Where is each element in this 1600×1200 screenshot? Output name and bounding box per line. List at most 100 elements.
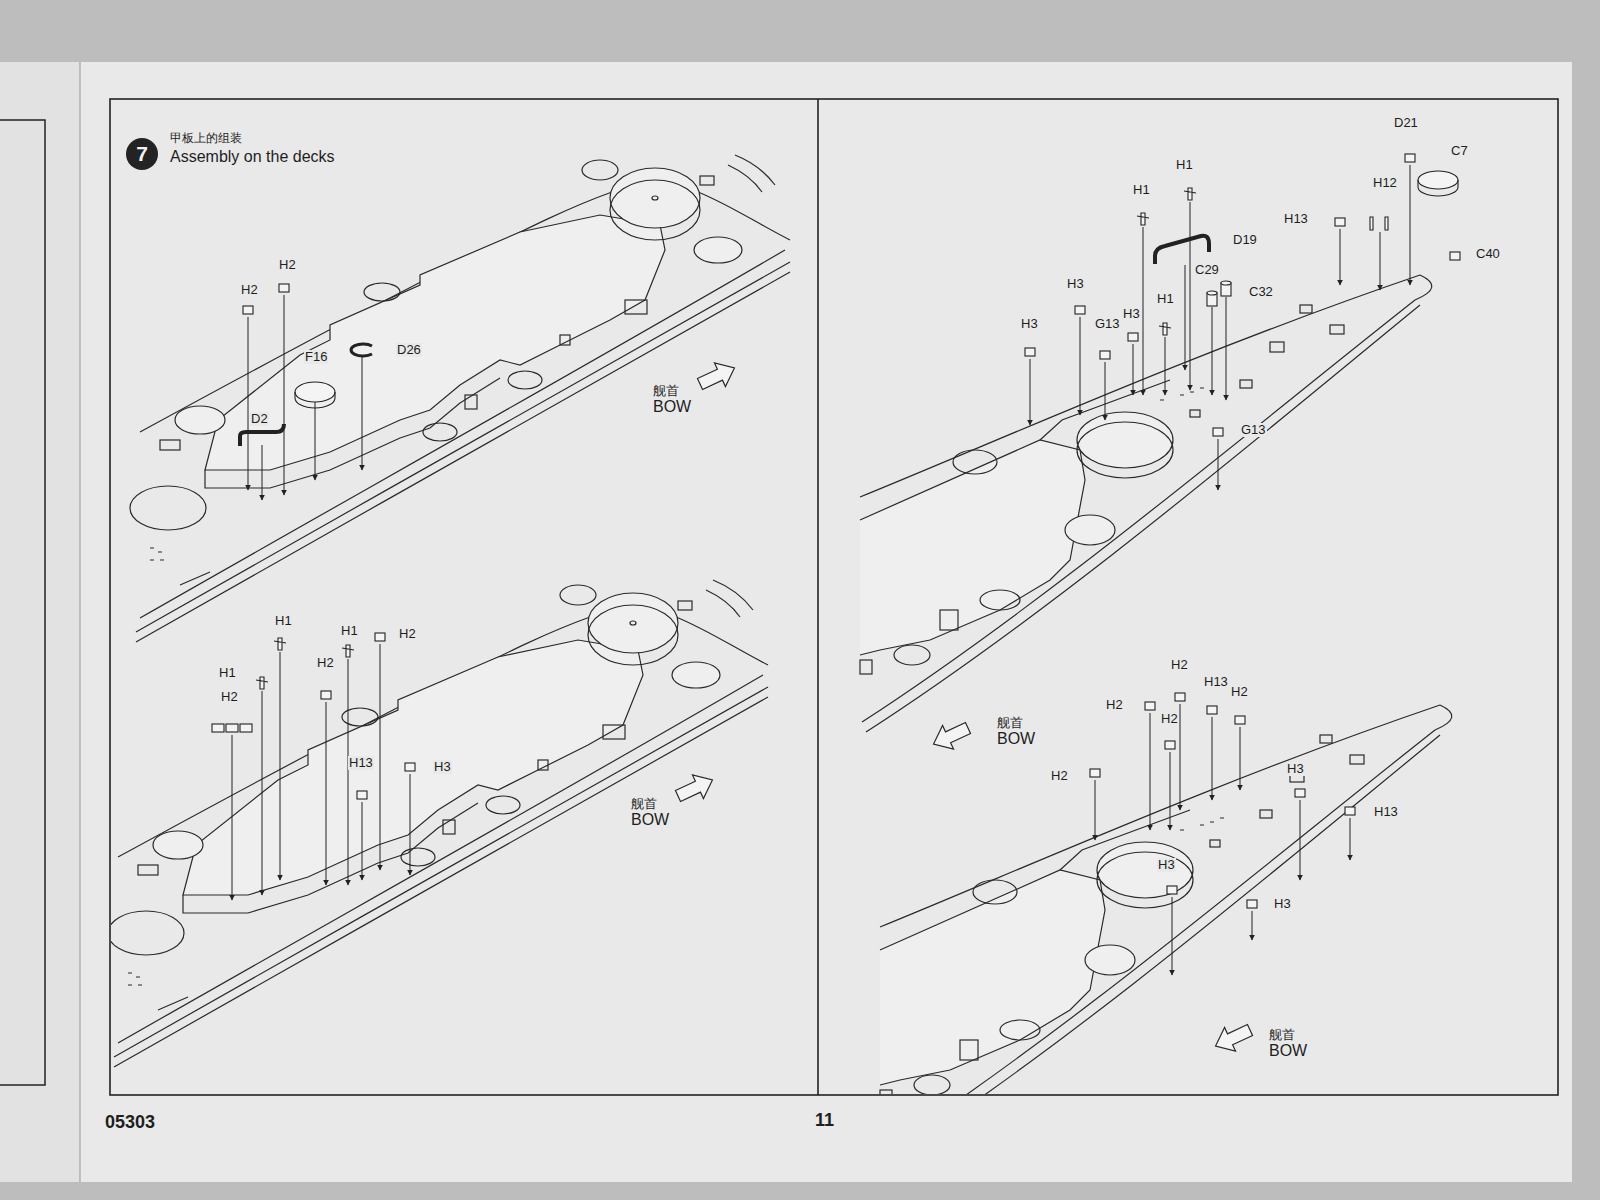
leader-arrow <box>1212 307 1213 395</box>
part-number: H2 <box>240 283 259 297</box>
bow-indicator: 舰首 <box>630 797 658 811</box>
part-number: G13 <box>1094 317 1121 331</box>
part-number: H13 <box>1283 212 1309 226</box>
part-number: H2 <box>1105 698 1124 712</box>
part-sketch <box>1418 171 1458 196</box>
part-number: H3 <box>433 760 452 774</box>
part-sketch <box>1405 154 1415 162</box>
leader-arrow <box>315 399 316 480</box>
part-sketch <box>1247 900 1257 908</box>
part-sketch <box>375 633 385 641</box>
leader-arrow <box>1212 717 1213 800</box>
part-sketch <box>1145 702 1155 710</box>
bow-indicator: BOW <box>630 812 670 829</box>
part-sketch <box>1235 716 1245 724</box>
part-number: H13 <box>348 756 374 770</box>
leader-arrow <box>1080 317 1081 415</box>
leader-arrow <box>1350 818 1351 860</box>
part-number: H2 <box>220 690 239 704</box>
part-sketch <box>1159 323 1171 335</box>
part-sketch <box>256 677 268 689</box>
part-number: D2 <box>250 412 269 426</box>
part-sketch <box>1207 291 1217 306</box>
part-number: H3 <box>1273 897 1292 911</box>
bow-indicator: BOW <box>1268 1043 1308 1060</box>
leader-arrow <box>262 691 263 895</box>
part-sketch <box>1025 348 1035 356</box>
part-sketch <box>1165 741 1175 749</box>
leader-arrow <box>1240 727 1241 790</box>
part-sketch <box>405 763 415 771</box>
leader-arrow <box>1300 800 1301 880</box>
leader-arrow <box>1252 911 1253 940</box>
leader-arrow <box>410 774 411 875</box>
part-sketch <box>321 691 331 699</box>
leader-arrow <box>1380 232 1381 290</box>
bow-indicator: 舰首 <box>1268 1028 1296 1042</box>
part-sketch <box>1221 281 1231 296</box>
part-number: C32 <box>1248 285 1274 299</box>
leader-arrow <box>362 357 363 470</box>
part-sketch <box>1075 306 1085 314</box>
part-sketch <box>1128 333 1138 341</box>
part-number: H13 <box>1203 675 1229 689</box>
leader-arrow <box>1095 780 1096 840</box>
page-code: 11 <box>814 1111 835 1130</box>
part-number: H2 <box>278 258 297 272</box>
leader-arrow <box>1180 704 1181 810</box>
step-heading: Assembly on the decks <box>170 148 335 166</box>
part-sketch <box>1137 213 1149 225</box>
part-number: H3 <box>1122 307 1141 321</box>
part-number: C7 <box>1450 144 1469 158</box>
step-badge: 7甲板上的组装Assembly on the decks <box>126 132 386 176</box>
part-number: D21 <box>1393 116 1419 130</box>
part-sketch <box>295 382 335 408</box>
part-sketch <box>1295 789 1305 797</box>
part-number: G13 <box>1240 423 1267 437</box>
part-sketch <box>1450 252 1460 260</box>
part-number: D19 <box>1232 233 1258 247</box>
leader-arrow <box>1165 337 1166 395</box>
part-number: F16 <box>304 350 328 364</box>
bow-indicator: 舰首 <box>996 716 1024 730</box>
part-number: H3 <box>1157 858 1176 872</box>
part-sketch <box>279 284 289 292</box>
step-heading: 甲板上的组装 <box>170 132 242 145</box>
part-number: H1 <box>274 614 293 628</box>
part-sketch <box>243 306 253 314</box>
leader-arrow <box>248 317 249 490</box>
part-number: H12 <box>1372 176 1398 190</box>
part-number: H2 <box>1170 658 1189 672</box>
leader-arrow <box>1030 359 1031 425</box>
leader-arrow <box>284 295 285 495</box>
part-sketch <box>212 724 252 732</box>
leader-arrow <box>1105 362 1106 420</box>
part-sketch <box>1175 693 1185 701</box>
leader-arrow <box>1226 297 1227 400</box>
leader-arrow <box>262 445 263 500</box>
part-number: H2 <box>316 656 335 670</box>
part-number: H2 <box>1050 769 1069 783</box>
leader-arrow <box>362 802 363 880</box>
leader-arrow <box>1410 165 1411 285</box>
leader-arrow <box>1150 713 1151 830</box>
part-number: H2 <box>1160 712 1179 726</box>
bow-indicator: BOW <box>996 731 1036 748</box>
bow-indicator: BOW <box>652 399 692 416</box>
part-sketch <box>1155 236 1209 264</box>
part-number: H3 <box>1020 317 1039 331</box>
part-number: H1 <box>340 624 359 638</box>
leader-arrow <box>1172 897 1173 975</box>
part-sketch <box>1090 769 1100 777</box>
part-number: H3 <box>1286 762 1305 776</box>
part-number: H1 <box>1132 183 1151 197</box>
leader-arrow <box>1340 229 1341 285</box>
part-number: C29 <box>1194 263 1220 277</box>
part-number: C40 <box>1475 247 1501 261</box>
leader-arrow <box>1190 202 1191 390</box>
part-sketch <box>1345 807 1355 815</box>
part-sketch <box>1184 188 1196 200</box>
leader-arrow <box>1185 265 1186 370</box>
part-sketch <box>1213 428 1223 436</box>
